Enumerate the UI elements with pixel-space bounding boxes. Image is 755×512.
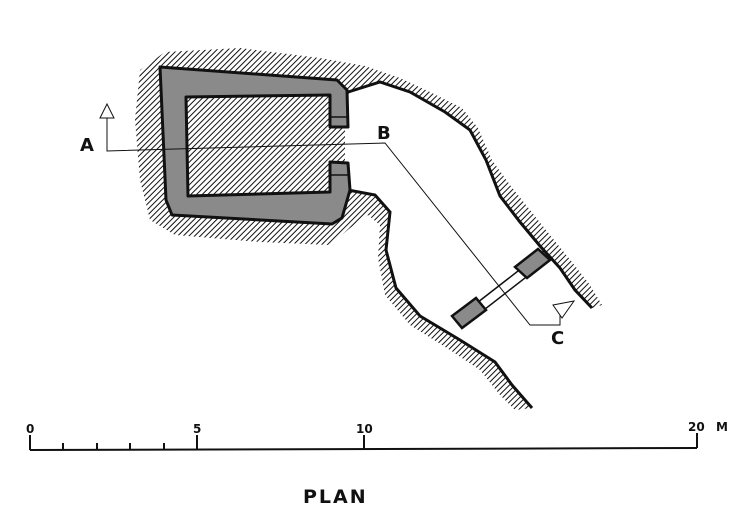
gate-wall <box>450 247 553 330</box>
section-line <box>99 102 576 326</box>
plan-title: PLAN <box>303 486 368 508</box>
section-label-a: A <box>80 135 94 156</box>
cliff-edge-lower <box>347 188 534 409</box>
cliff-edge-upper <box>344 80 594 310</box>
scale-bar <box>29 433 698 451</box>
section-label-c: C <box>551 328 564 349</box>
scale-unit: M <box>716 420 728 434</box>
scale-tick-20: 20 <box>688 420 705 434</box>
scale-tick-0: 0 <box>26 422 34 436</box>
section-label-b: B <box>377 123 391 144</box>
rock-hatch-building <box>135 48 602 410</box>
scale-tick-5: 5 <box>193 422 201 436</box>
building-walls <box>158 65 352 226</box>
scale-tick-10: 10 <box>356 422 373 436</box>
